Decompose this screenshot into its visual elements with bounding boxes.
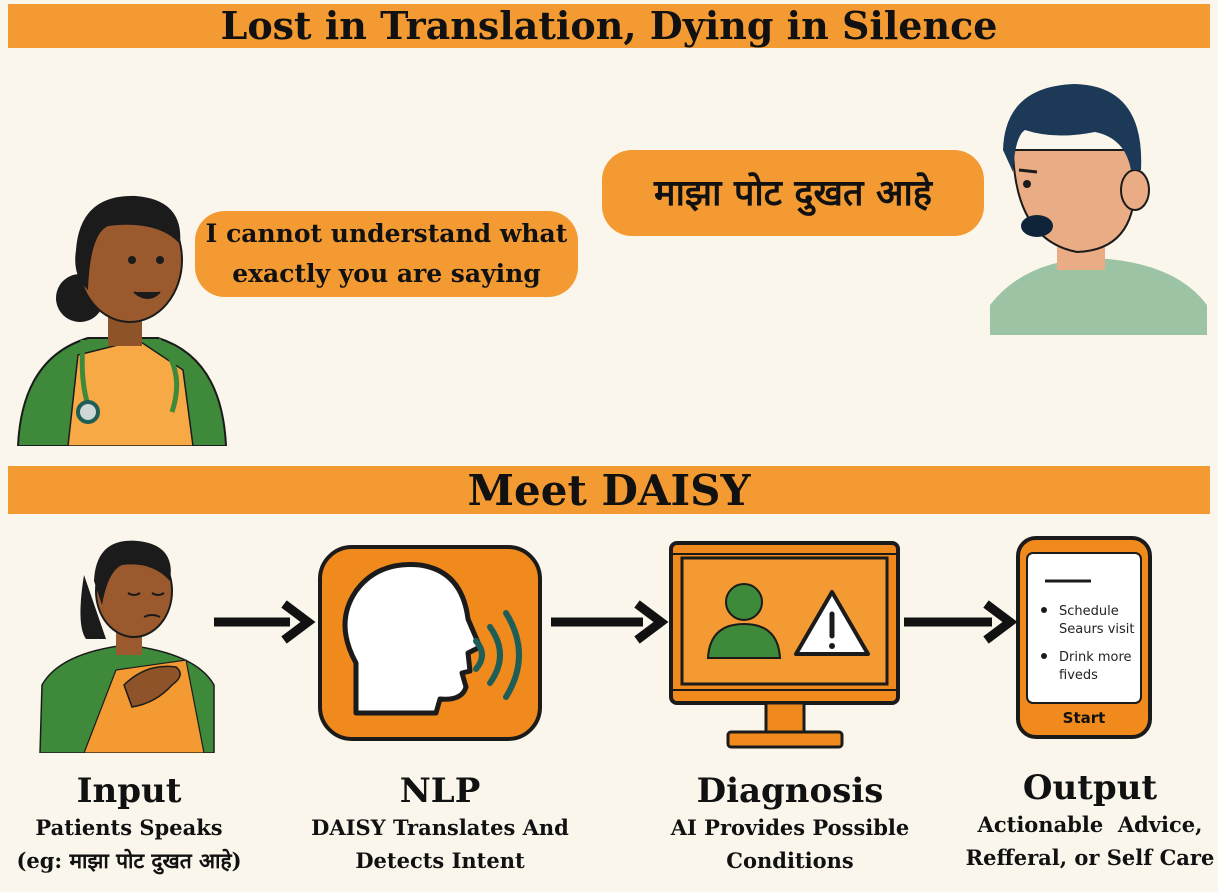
banner-title-top: Lost in Translation, Dying in Silence [8,4,1210,48]
phone-item-2-line-1: Drink more [1059,650,1132,665]
phone-start-button: Start [1063,709,1106,727]
patient-illustration [990,84,1207,335]
step-input-caption: Input Patients Speaks (eg: माझा पोट दुखत… [0,771,258,877]
flow-arrow-2 [551,600,669,644]
nurse-illustration [16,195,228,446]
step-output-caption: Output Actionable Advice, Refferal, or S… [960,768,1218,874]
banner-title-meet-daisy: Meet DAISY [8,466,1210,515]
flow-arrow-3 [904,600,1018,644]
step-diagnosis-caption: Diagnosis AI Provides Possible Condition… [640,771,940,877]
phone-item-1-line-2: Seaurs visit [1059,622,1135,637]
nlp-speaking-head-icon [318,545,542,741]
output-phone-icon: Schedule Seaurs visit Drink more fiveds … [1016,536,1152,739]
phone-item-1-line-1: Schedule [1059,604,1119,619]
patient-hand-on-chest-illustration [39,540,215,753]
step-nlp-title: NLP [399,771,481,811]
flow-arrow-1 [214,600,316,644]
step-nlp-line-2: Detects Intent [355,848,525,873]
step-nlp-caption: NLP DAISY Translates And Detects Intent [290,771,590,877]
patient-speech-bubble: माझा पोट दुखत आहे [602,150,984,236]
step-output-line-1: Actionable Advice, [977,812,1203,837]
step-input-line-1: Patients Speaks [35,815,223,840]
diagnosis-monitor-icon [669,541,900,749]
step-output-title: Output [1022,768,1158,808]
phone-item-2-line-2: fiveds [1059,668,1098,683]
nurse-speech-bubble: I cannot understand what exactly you are… [195,211,578,297]
step-input-title: Input [76,771,182,811]
step-input-line-2: (eg: माझा पोट दुखत आहे) [16,848,242,873]
step-diagnosis-line-1: AI Provides Possible [670,815,910,840]
step-nlp-line-1: DAISY Translates And [311,815,569,840]
step-diagnosis-line-2: Conditions [726,848,854,873]
step-output-line-2: Refferal, or Self Care [965,845,1215,870]
step-diagnosis-title: Diagnosis [696,771,884,811]
